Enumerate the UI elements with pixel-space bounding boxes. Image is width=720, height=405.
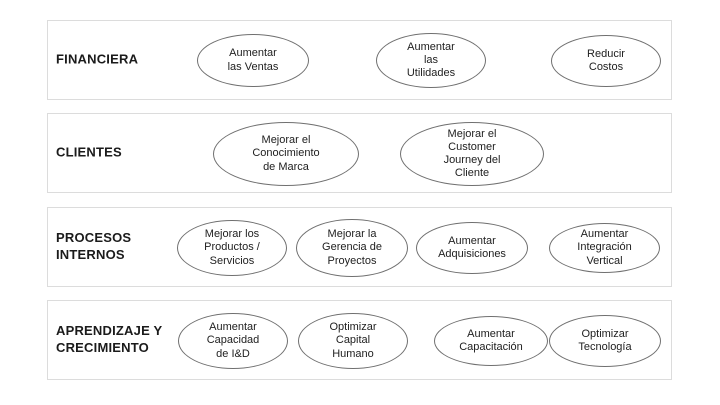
band-financiera: FINANCIERA Aumentar las Ventas Aumentar … [47,20,672,100]
objective-ellipse-integracion-vertical: Aumentar Integración Vertical [549,223,660,273]
band-procesos-internos: PROCESOS INTERNOS Mejorar los Productos … [47,207,672,287]
objective-text: Reducir Costos [587,47,625,73]
objective-ellipse-conocimiento-de-marca: Mejorar el Conocimiento de Marca [213,122,359,186]
band-aprendizaje-crecimiento: APRENDIZAJE Y CRECIMIENTO Aumentar Capac… [47,300,672,380]
objective-ellipse-productos-servicios: Mejorar los Productos / Servicios [177,220,287,276]
objective-ellipse-reducir-costos: Reducir Costos [551,35,661,87]
objective-text: Aumentar Integración Vertical [577,228,632,267]
objective-ellipse-customer-journey: Mejorar el Customer Journey del Cliente [400,122,544,186]
objective-ellipse-aumentar-adquisiciones: Aumentar Adquisiciones [416,222,528,274]
objective-text: Mejorar los Productos / Servicios [204,228,260,267]
band-clientes: CLIENTES Mejorar el Conocimiento de Marc… [47,113,672,193]
objective-text: Aumentar las Utilidades [406,40,456,80]
objective-text: Aumentar Adquisiciones [438,234,506,260]
objective-ellipse-gerencia-de-proyectos: Mejorar la Gerencia de Proyectos [296,219,408,277]
band-label-aprendizaje-crecimiento: APRENDIZAJE Y CRECIMIENTO [56,323,163,355]
band-label-financiera: FINANCIERA [56,51,139,67]
band-label-procesos-internos: PROCESOS INTERNOS [56,230,132,262]
objective-text: Mejorar el Conocimiento de Marca [252,134,320,173]
objective-text: Aumentar las Ventas [227,47,279,73]
objective-text: Mejorar la Gerencia de Proyectos [322,228,382,267]
objective-ellipse-aumentar-capacitacion: Aumentar Capacitación [434,316,548,366]
objective-text: Mejorar el Customer Journey del Cliente [443,127,501,180]
objective-ellipse-aumentar-las-ventas: Aumentar las Ventas [197,34,309,87]
objective-ellipse-capital-humano: Optimizar Capital Humano [298,313,408,369]
objective-ellipse-capacidad-id: Aumentar Capacidad de I&D [178,313,288,369]
objective-text: Optimizar Tecnología [578,327,632,353]
band-label-clientes: CLIENTES [56,144,122,160]
objective-ellipse-aumentar-las-utilidades: Aumentar las Utilidades [376,33,486,88]
objective-text: Aumentar Capacitación [459,327,523,353]
objective-text: Optimizar Capital Humano [329,321,377,360]
objective-ellipse-optimizar-tecnologia: Optimizar Tecnología [549,315,661,367]
objective-text: Aumentar Capacidad de I&D [206,321,260,360]
